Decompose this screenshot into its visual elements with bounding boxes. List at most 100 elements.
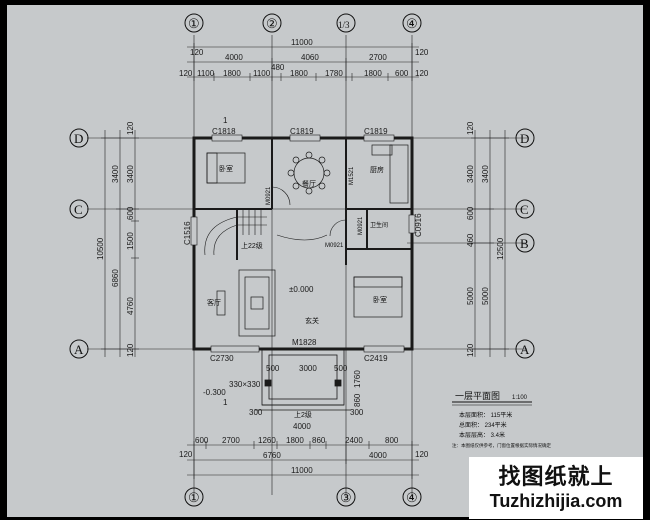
label-m0921c: M0921 xyxy=(325,243,344,249)
dim-bottom-120-left: 120 xyxy=(179,450,193,459)
legend-title: 一层平面图 xyxy=(455,391,500,401)
dim-top-mid-1: 4000 xyxy=(225,53,243,62)
label-hall: 玄关 xyxy=(305,316,319,325)
dim-porch-300-right: 300 xyxy=(350,408,364,417)
label-living: 客厅 xyxy=(207,298,221,307)
axis-label-bottom-1: ① xyxy=(188,490,200,505)
furniture-beds xyxy=(206,152,403,318)
label-m1828: M1828 xyxy=(292,338,317,347)
label-c1819b: C1819 xyxy=(364,127,388,136)
right-dim-lines xyxy=(471,130,509,357)
dim-right-mid-1: 3400 xyxy=(481,165,490,183)
dim-top-total: 11000 xyxy=(291,38,313,47)
label-c2730: C2730 xyxy=(210,354,234,363)
axis-label-left-D: D xyxy=(74,131,83,146)
dim-top-detail-3: 1100 xyxy=(253,69,271,78)
axis-label-right-C: C xyxy=(520,202,529,217)
dim-top-detail-2: 1800 xyxy=(223,69,241,78)
axis-label-right-A: A xyxy=(520,342,530,357)
level-inside: ±0.000 xyxy=(289,285,314,294)
dim-left-d5: 4760 xyxy=(126,297,135,315)
legend-box xyxy=(452,401,532,406)
dim-bottom-d2: 2700 xyxy=(222,436,240,445)
dim-right-d4: 460 xyxy=(466,233,475,247)
door-swings xyxy=(271,186,347,241)
dim-porch-500: 500 xyxy=(266,364,280,373)
label-stair-up: 上22级 xyxy=(241,241,263,250)
axis-label-right-B: B xyxy=(520,236,529,251)
right-dim-text: 120 3400 600 460 5000 120 3400 5000 1250… xyxy=(466,121,505,357)
label-c1516: C1516 xyxy=(183,221,192,245)
dim-bottom-120-right: 120 xyxy=(415,450,429,459)
label-m0921a: M0921 xyxy=(266,186,272,205)
dim-bottom-d7: 800 xyxy=(385,436,399,445)
dim-top-detail-7: 1800 xyxy=(364,69,382,78)
watermark-box: 找图纸就上 Tuzhizhijia.com xyxy=(469,457,643,519)
legend-line-1: 本层面积： 115平米 xyxy=(459,411,512,419)
dim-top-detail-5: 1800 xyxy=(290,69,308,78)
dim-porch-860: 860 xyxy=(353,393,362,407)
dim-left-mid-2: 6860 xyxy=(111,269,120,287)
dim-porch-1760: 1760 xyxy=(353,370,362,388)
dim-top-mid-2: 4060 xyxy=(301,53,319,62)
dining-table xyxy=(287,151,331,195)
interior-walls xyxy=(194,138,412,265)
label-c1819a: C1819 xyxy=(290,127,314,136)
label-kitchen: 厨房 xyxy=(370,165,384,174)
dim-left-d6: 120 xyxy=(126,343,135,357)
label-section-mark: 1 xyxy=(223,116,228,125)
axis-bubbles-left xyxy=(69,128,89,359)
label-c2419: C2419 xyxy=(364,354,388,363)
axis-label-left-C: C xyxy=(74,202,83,217)
watermark-cn: 找图纸就上 xyxy=(498,465,614,490)
dim-right-d3: 600 xyxy=(466,206,475,220)
dim-bottom-d1: 600 xyxy=(195,436,209,445)
legend-line-3: 本层层高： 3.4米 xyxy=(459,431,505,439)
legend-line-4: 注：本图纸仅供参考，门窗位置根据实际情况确定 xyxy=(452,442,551,449)
dim-bottom-mid-1: 6760 xyxy=(263,451,281,460)
dim-left-d1: 120 xyxy=(126,121,135,135)
dim-porch-3000: 3000 xyxy=(299,364,317,373)
top-dim-lines xyxy=(187,43,419,81)
dim-top-detail-6: 1780 xyxy=(325,69,343,78)
dim-top-edge-right: 120 xyxy=(415,69,429,78)
bottom-dim-lines xyxy=(187,441,419,479)
label-m1521: M1521 xyxy=(349,166,355,185)
dim-bottom-d5: 860 xyxy=(312,436,326,445)
axis-bubbles-right xyxy=(515,128,535,359)
label-bedroom1: 卧室 xyxy=(219,164,233,173)
axis-label-bottom-4: ④ xyxy=(406,490,418,505)
left-dim-lines xyxy=(101,130,139,357)
axis-bubbles-bottom xyxy=(184,487,422,507)
level-outside: -0.300 xyxy=(203,388,226,397)
dim-right-total: 12500 xyxy=(496,237,505,260)
axis-label-right-D: D xyxy=(520,131,529,146)
dim-left-mid-1: 3400 xyxy=(111,165,120,183)
stair xyxy=(204,210,267,256)
dim-bottom-total: 11000 xyxy=(291,466,313,475)
dim-porch-300-left: 300 xyxy=(249,408,263,417)
axis-label-top-3: 1/3 xyxy=(338,20,350,30)
dim-porch-500b: 500 xyxy=(334,364,348,373)
dim-right-d6: 120 xyxy=(466,343,475,357)
dim-right-mid-2: 5000 xyxy=(481,287,490,305)
dim-top-detail-8: 600 xyxy=(395,69,409,78)
porch xyxy=(255,348,351,411)
dim-left-total: 10500 xyxy=(96,237,105,260)
axis-label-top-4: ④ xyxy=(406,16,418,31)
axis-label-top-2: ② xyxy=(266,16,278,31)
label-c0916: C0916 xyxy=(414,213,423,237)
dim-top-mid-3: 2700 xyxy=(369,53,387,62)
axis-label-bottom-3: ③ xyxy=(340,490,352,505)
dim-top-120: 120 xyxy=(190,48,204,57)
legend-scale: 1:100 xyxy=(512,395,528,401)
dim-top-120-right: 120 xyxy=(415,48,429,57)
label-porch-up: 上2级 xyxy=(294,410,312,419)
dim-right-d2: 3400 xyxy=(466,165,475,183)
left-dim-text: 10500 3400 6860 120 3400 600 1500 4760 1… xyxy=(96,121,135,357)
dim-left-d4: 1500 xyxy=(126,232,135,250)
dim-bottom-d4: 1800 xyxy=(286,436,304,445)
furniture-kitchen xyxy=(371,144,409,204)
floor-plan-svg: ① ② 1/3 ④ ① ③ ④ D C A D C B A xyxy=(69,13,551,507)
